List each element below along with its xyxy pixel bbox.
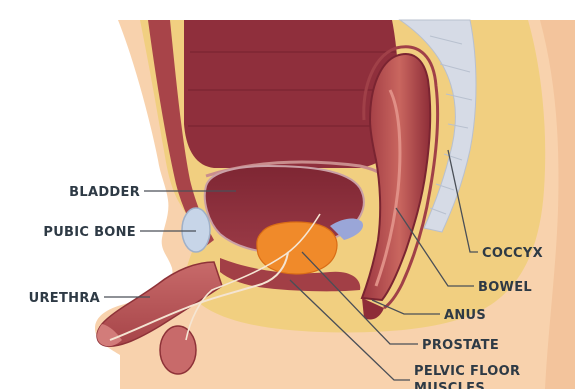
testis-shape bbox=[160, 326, 196, 374]
pubic-bone-shape bbox=[182, 208, 210, 252]
label-prostate: PROSTATE bbox=[422, 338, 499, 353]
label-anus: ANUS bbox=[444, 308, 486, 323]
label-pelvic-floor-line2: MUSCLES bbox=[414, 381, 485, 389]
label-pelvic-floor-line1: PELVIC FLOOR bbox=[414, 364, 520, 379]
label-urethra: URETHRA bbox=[29, 291, 100, 306]
label-coccyx: COCCYX bbox=[482, 246, 543, 261]
prostate-shape bbox=[257, 222, 337, 274]
label-bladder: BLADDER bbox=[69, 185, 140, 200]
label-bowel: BOWEL bbox=[478, 280, 532, 295]
label-pubic-bone: PUBIC BONE bbox=[43, 225, 136, 240]
